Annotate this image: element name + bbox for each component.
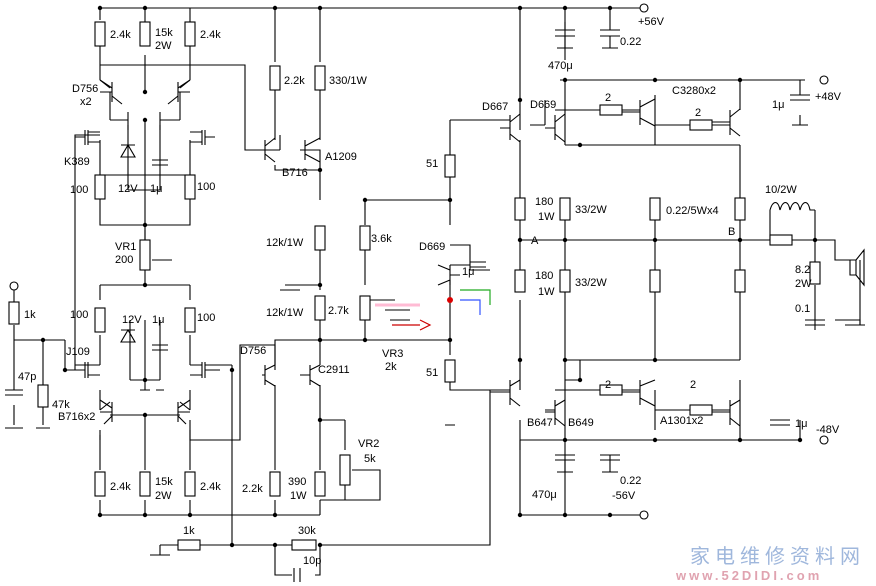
label-r36k: 3.6k	[371, 233, 392, 245]
label-r1k-fb: 1k	[183, 525, 195, 537]
colored-markings	[392, 319, 432, 331]
label-r51-top: 51	[426, 158, 438, 170]
label-r2-t2: 2	[695, 107, 701, 119]
label-r2-b2: 2	[690, 379, 696, 391]
label-r390a: 390	[288, 476, 306, 488]
label-a1209: A1209	[325, 151, 357, 163]
label-r180-tb: 1W	[538, 211, 555, 223]
label-r82b: 2W	[795, 278, 812, 290]
label-r022: 0.22/5Wx4	[666, 205, 719, 217]
schematic-transistors	[65, 79, 741, 427]
label-c470-bot: 470μ	[532, 489, 557, 501]
label-b716: B716	[282, 167, 308, 179]
zener-diode	[120, 143, 136, 343]
label-c1u-bot: 1μ	[152, 314, 164, 326]
inductor	[769, 201, 815, 211]
label-c1u-48p: 1μ	[772, 99, 784, 111]
label-r100-bl: 100	[70, 309, 88, 321]
label-c022-top: 0.22	[620, 36, 641, 48]
label-c1u-48n: 1μ	[795, 418, 807, 430]
label-z12v-bot: 12V	[122, 314, 142, 326]
label-r33-top: 33/2W	[575, 204, 607, 216]
label-d667: D667	[482, 101, 508, 113]
label-b649: B649	[568, 417, 594, 429]
label-d669-mid: D669	[419, 241, 445, 253]
label-v56n: -56V	[612, 490, 636, 502]
label-vr2a: VR2	[358, 438, 379, 450]
label-r100-tr: 100	[197, 181, 215, 193]
label-r82a: 8.2	[795, 264, 810, 276]
speaker	[849, 248, 865, 287]
label-r180-bb: 1W	[538, 286, 555, 298]
schematic-capacitors	[5, 29, 825, 582]
label-v48n: -48V	[816, 424, 840, 436]
ground-symbols	[150, 289, 865, 556]
label-c1u-mid: 1μ	[462, 266, 474, 278]
label-r390b: 1W	[290, 490, 307, 502]
label-r100-tl: 100	[70, 184, 88, 196]
label-r30k: 30k	[298, 525, 316, 537]
label-r-bot3: 2.4k	[200, 481, 221, 493]
label-z12v-top: 12V	[118, 183, 138, 195]
supply-terminals	[9, 3, 829, 520]
label-d756a: D756	[72, 83, 98, 95]
label-vr2b: 5k	[364, 453, 376, 465]
watermark-title: 家电维修资料网	[690, 544, 865, 568]
watermark-url: www.52DIDI.com	[676, 568, 823, 583]
label-j109: J109	[66, 346, 90, 358]
vr-wiper	[152, 259, 370, 471]
label-k389: K389	[64, 156, 90, 168]
label-r12k-2: 12k/1W	[266, 307, 304, 319]
label-d756-bot: D756	[240, 345, 266, 357]
label-r22k-top: 2.2k	[284, 75, 305, 87]
label-v56p: +56V	[638, 16, 665, 28]
label-vr1b: 200	[115, 254, 133, 266]
label-c3280: C3280x2	[672, 85, 716, 97]
label-r1k-in: 1k	[24, 309, 36, 321]
label-r-bot1: 2.4k	[110, 481, 131, 493]
label-c470-top: 470μ	[548, 60, 573, 72]
label-l10: 10/2W	[765, 184, 797, 196]
label-r33-bot: 33/2W	[575, 277, 607, 289]
label-vr3b: 2k	[385, 361, 397, 373]
label-r12k-1: 12k/1W	[266, 237, 304, 249]
label-d756b: x2	[80, 96, 92, 108]
junction-dots	[40, 5, 818, 548]
label-r330: 330/1W	[329, 75, 368, 87]
colored-markings-blue	[460, 299, 481, 315]
label-b647: B647	[527, 417, 553, 429]
label-vr1a: VR1	[115, 241, 136, 253]
label-v48p: +48V	[815, 91, 842, 103]
label-node-a: A	[531, 235, 539, 247]
label-a1301: A1301x2	[660, 415, 703, 427]
schematic-resistors	[8, 21, 821, 551]
label-r-bot2a: 15k	[155, 476, 173, 488]
label-d669-top: D669	[530, 99, 556, 111]
label-b716x2: B716x2	[58, 411, 95, 423]
label-c1u-top: 1μ	[150, 183, 162, 195]
label-r-top2b: 2W	[155, 40, 172, 52]
label-c47p: 47p	[18, 371, 36, 383]
label-r180-ta: 180	[535, 196, 553, 208]
label-node-b: B	[728, 226, 735, 238]
label-c01: 0.1	[795, 303, 810, 315]
label-vr3a: VR3	[382, 348, 403, 360]
label-r100-br: 100	[197, 312, 215, 324]
label-c022-bot: 0.22	[620, 475, 641, 487]
colored-markings-green	[460, 289, 491, 305]
label-r47k: 47k	[52, 399, 70, 411]
label-r2-b1: 2	[605, 379, 611, 391]
label-c2911: C2911	[318, 364, 350, 376]
label-r51-bot: 51	[426, 367, 438, 379]
label-c10p: 10p	[303, 555, 321, 567]
label-r27k: 2.7k	[328, 305, 349, 317]
label-r-top1: 2.4k	[110, 29, 131, 41]
label-r-bot2b: 2W	[155, 490, 172, 502]
label-r-top3: 2.4k	[200, 29, 221, 41]
label-r180-ba: 180	[535, 270, 553, 282]
label-r-top2a: 15k	[155, 27, 173, 39]
label-r2-t1: 2	[605, 92, 611, 104]
label-r22k-bot: 2.2k	[242, 483, 263, 495]
